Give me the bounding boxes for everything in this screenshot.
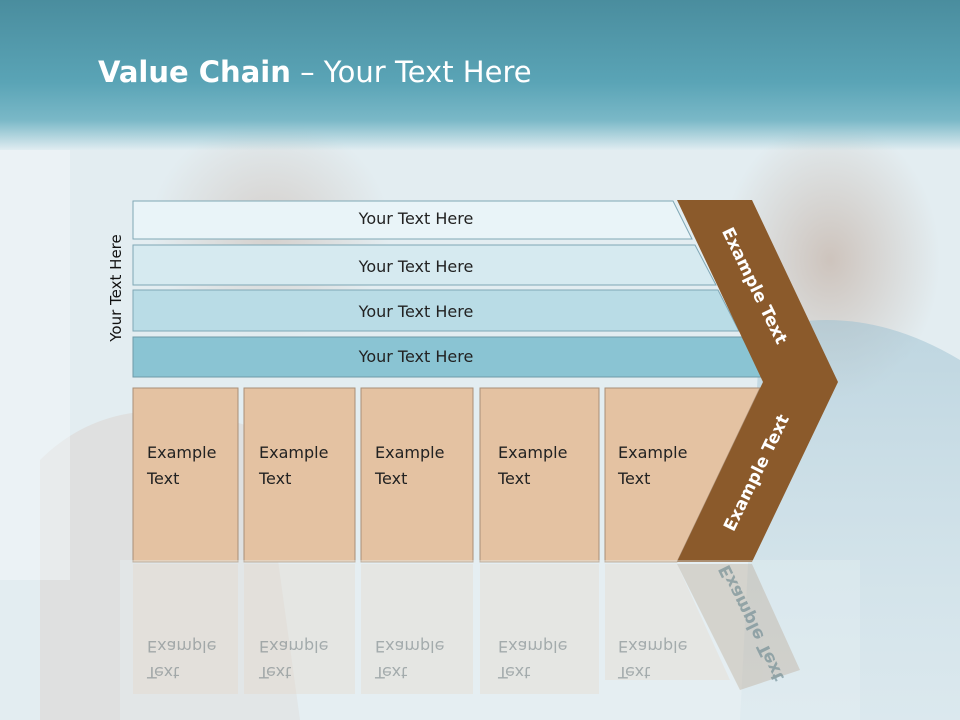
column-text-3-line2: Text: [375, 469, 408, 488]
column-text-1-line2: Text: [147, 469, 180, 488]
reflection-chevron-text: Example Text: [715, 563, 789, 685]
slide-title: Value Chain – Your Text Here: [98, 55, 532, 89]
reflection-text-5: Text Example: [618, 633, 708, 685]
column-text-4: Example Text: [498, 440, 588, 492]
column-text-2-line1: Example: [259, 443, 329, 462]
reflection-text-3-line2: Text: [375, 663, 408, 682]
column-text-2-line2: Text: [259, 469, 292, 488]
reflection-text-1: Text Example: [147, 633, 237, 685]
column-text-4-line2: Text: [498, 469, 531, 488]
column-text-1: Example Text: [147, 440, 237, 492]
column-text-5: Example Text: [618, 440, 708, 492]
row-bar-2: [132, 244, 717, 286]
column-text-2: Example Text: [259, 440, 349, 492]
column-box-3: [360, 387, 474, 563]
reflection-text-2-line1: Example: [259, 637, 329, 656]
column-text-3-line1: Example: [375, 443, 445, 462]
reflection-text-4: Text Example: [498, 633, 588, 685]
reflection-text-1-line1: Example: [147, 637, 217, 656]
reflection-text-3: Text Example: [375, 633, 465, 685]
column-text-5-line2: Text: [618, 469, 651, 488]
reflection-text-5-line2: Text: [618, 663, 651, 682]
column-box-4: [479, 387, 600, 563]
reflection-shapes: [133, 564, 800, 694]
column-text-3: Example Text: [375, 440, 465, 492]
reflection-text-5-line1: Example: [618, 637, 688, 656]
row-label-4: Your Text Here: [358, 347, 474, 366]
column-text-1-line1: Example: [147, 443, 217, 462]
row-label-2: Your Text Here: [358, 257, 474, 276]
row-label-1: Your Text Here: [358, 209, 474, 228]
reflection-text-2: Text Example: [259, 633, 349, 685]
title-rest: – Your Text Here: [290, 55, 532, 89]
column-box-1: [132, 387, 239, 563]
title-bold: Value Chain: [98, 55, 291, 89]
reflection-text-4-line1: Example: [498, 637, 568, 656]
reflection: Text Example Text Example Text Example T…: [0, 563, 960, 720]
reflection-text-1-line2: Text: [147, 663, 180, 682]
row-label-3: Your Text Here: [358, 302, 474, 321]
header-band: [0, 0, 960, 150]
reflection-text-4-line2: Text: [498, 663, 531, 682]
column-text-5-line1: Example: [618, 443, 688, 462]
chevron-arrow: [677, 200, 838, 562]
column-box-2: [243, 387, 356, 563]
reflection-text-2-line2: Text: [259, 663, 292, 682]
column-text-4-line1: Example: [498, 443, 568, 462]
reflection-text-3-line1: Example: [375, 637, 445, 656]
row-bar-1: [132, 200, 693, 240]
